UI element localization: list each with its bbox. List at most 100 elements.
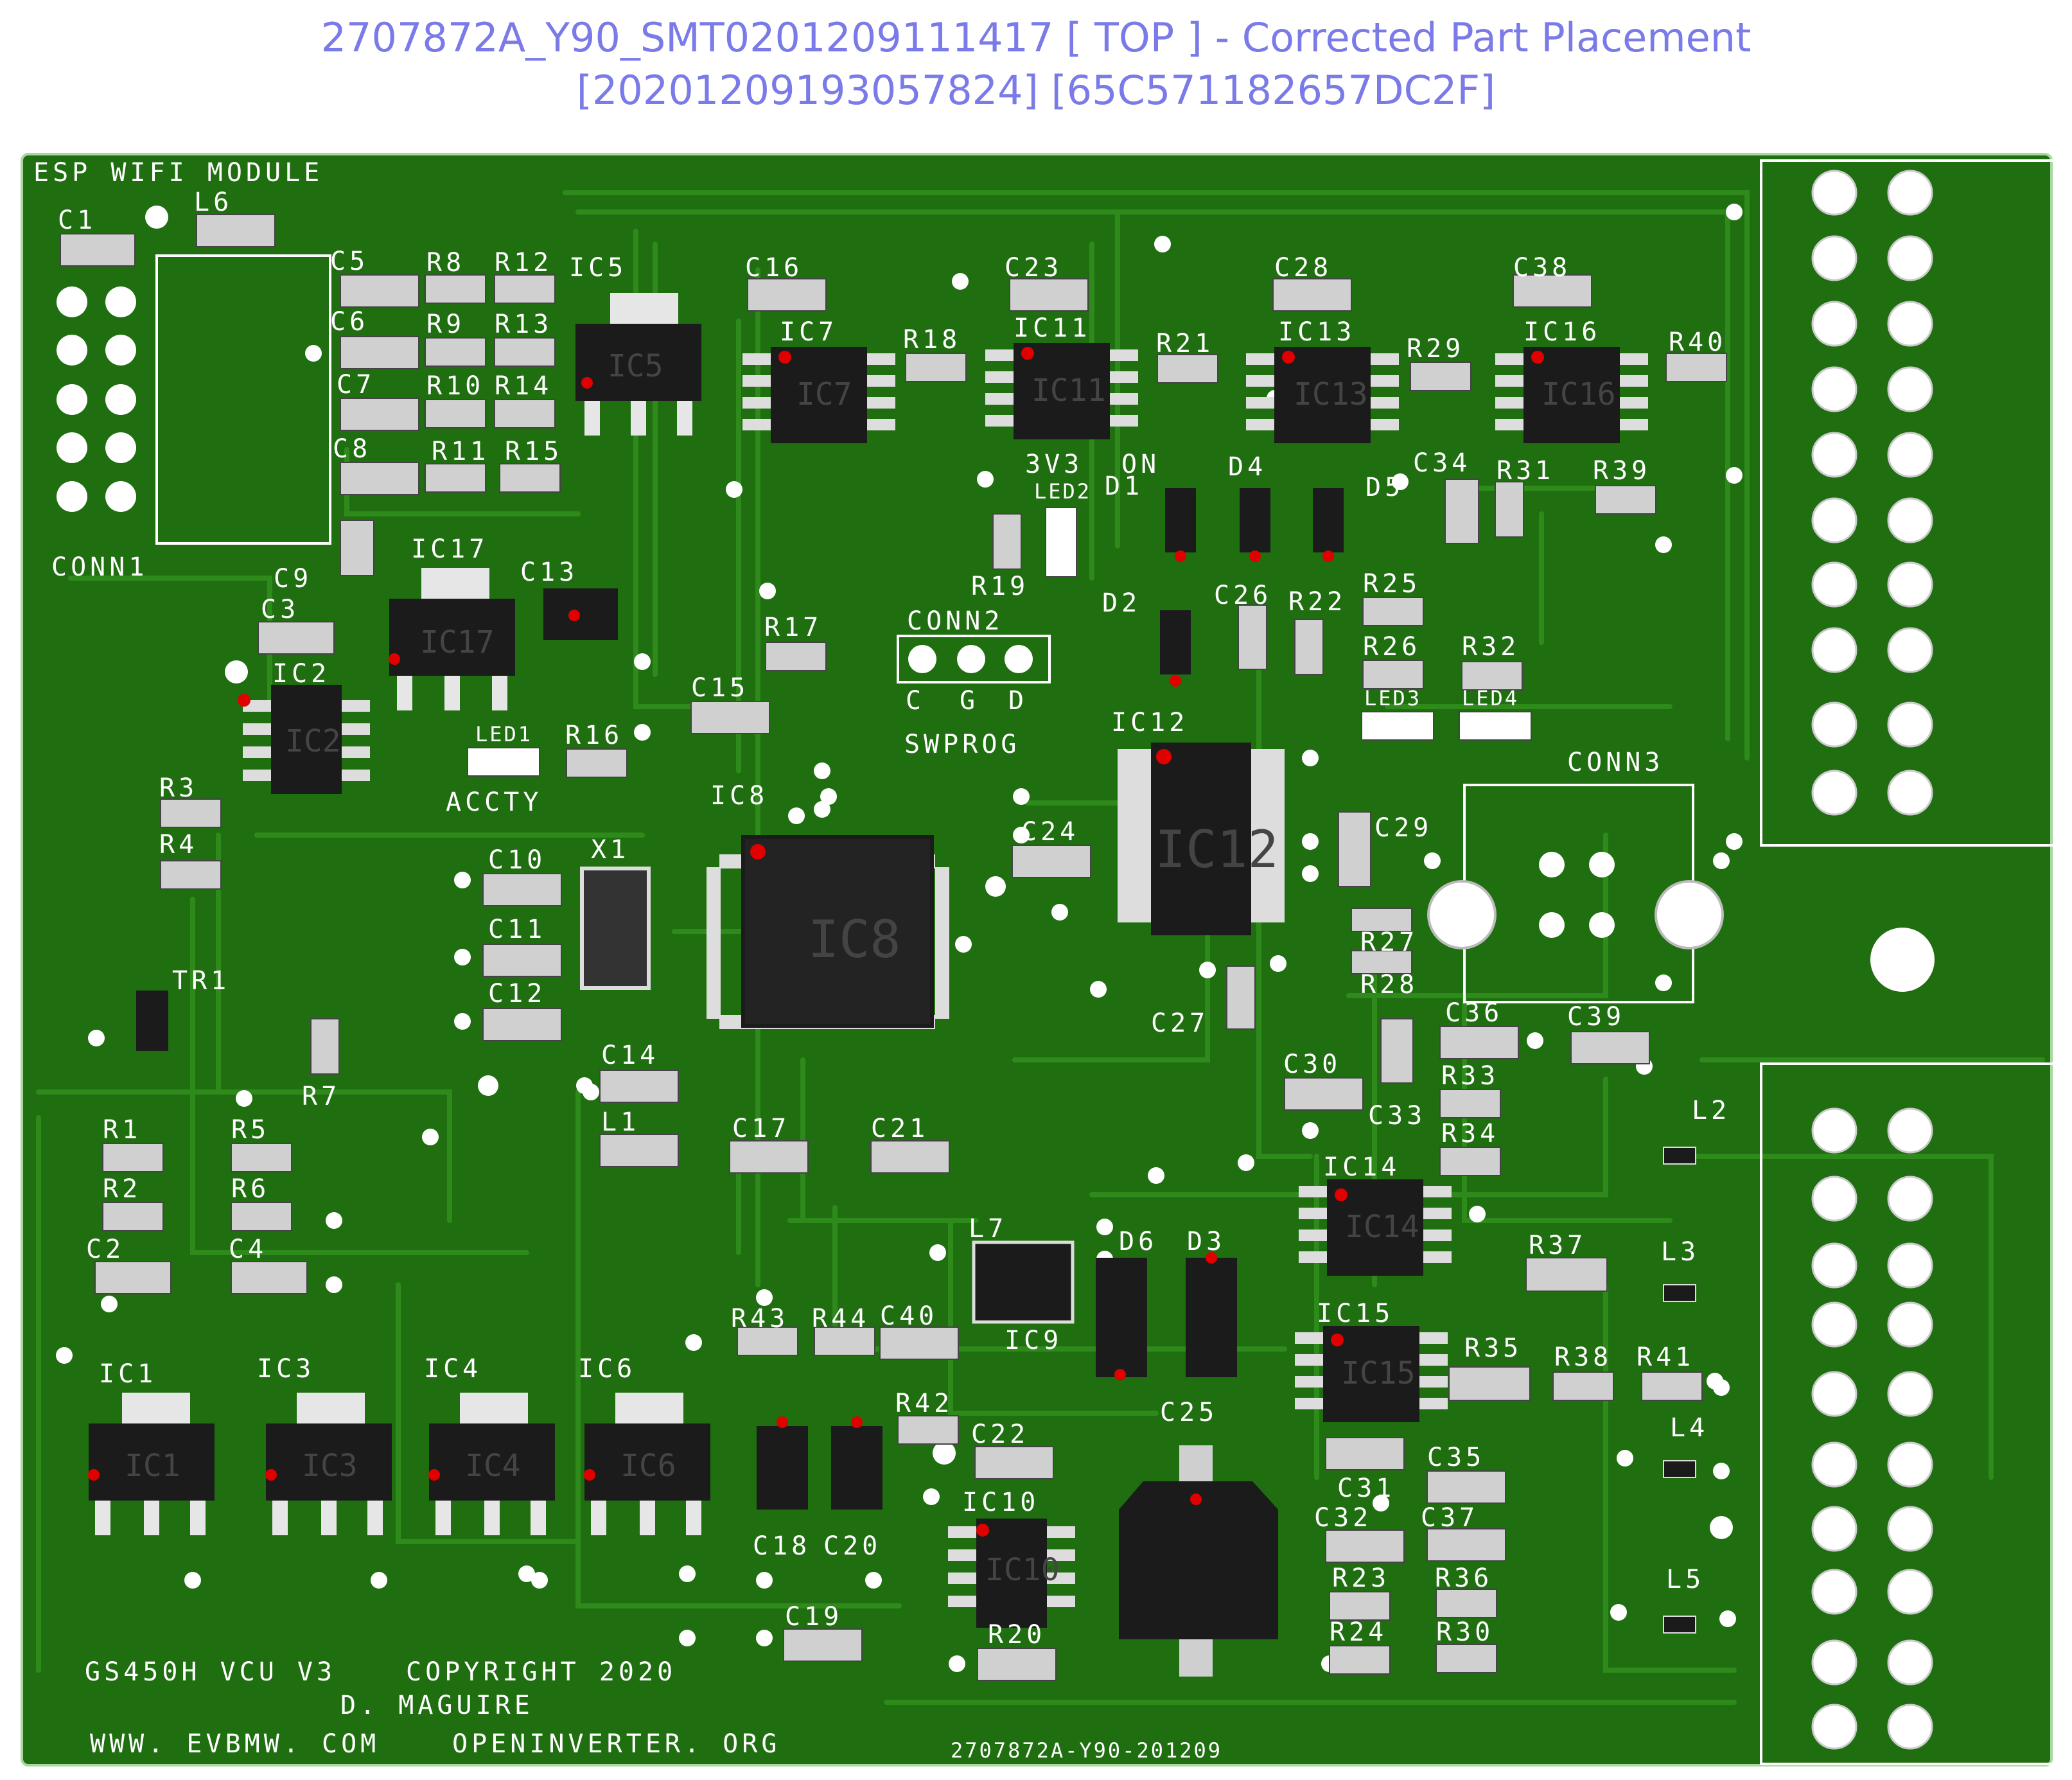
ic3-body-label: IC3: [302, 1448, 358, 1484]
c2-label: C2: [86, 1235, 125, 1264]
r8-label: R8: [426, 248, 465, 278]
ic2-body-label: IC2: [285, 723, 341, 759]
chip-body-labels: IC8 IC12 IC7 IC11 IC13 IC16 IC14 IC15 IC…: [125, 348, 1616, 1588]
r34-label: R34: [1441, 1119, 1499, 1149]
so8-chips: [271, 343, 1620, 1628]
led1-label: LED1: [475, 722, 532, 746]
c28-label: C28: [1274, 253, 1332, 283]
c23-label: C23: [1005, 253, 1062, 283]
x1-label: X1: [591, 835, 629, 865]
polarity-marks: [568, 551, 1334, 1505]
r7-label: R7: [302, 1082, 340, 1111]
ic13-body-label: IC13: [1294, 376, 1368, 412]
c11-label: C11: [488, 915, 546, 944]
c1-label: C1: [58, 206, 96, 235]
ic1-body-label: IC1: [125, 1448, 180, 1484]
c10-label: C10: [488, 845, 546, 875]
c3-label: C3: [261, 595, 299, 624]
conn2-label: CONN2: [907, 606, 1003, 636]
c38-label: C38: [1513, 253, 1571, 283]
component-labels: C1 L6 C5 C6 C7 C8 R8 R9 R10 R11 R12 R13 …: [58, 188, 1730, 1650]
r36-label: R36: [1435, 1564, 1493, 1593]
r37-label: R37: [1529, 1231, 1586, 1260]
r29-label: R29: [1407, 334, 1464, 364]
website-openinverter: OPENINVERTER. ORG: [452, 1729, 780, 1759]
c25-label: C25: [1160, 1398, 1218, 1427]
c27-label: C27: [1151, 1009, 1209, 1038]
conn2-pins: [908, 645, 1033, 673]
d3-label: D3: [1187, 1227, 1225, 1256]
r19-label: R19: [971, 572, 1029, 601]
c9-label: C9: [274, 564, 312, 594]
c37-label: C37: [1421, 1503, 1479, 1533]
swprog-label: SWPROG: [904, 730, 1021, 759]
ic14-body-label: IC14: [1345, 1209, 1419, 1245]
c25-capacitor: [1119, 1445, 1278, 1677]
c4-label: C4: [229, 1235, 267, 1264]
ic10-body-label: IC10: [985, 1552, 1060, 1588]
board-code: 2707872A-Y90-201209: [951, 1738, 1222, 1763]
ic5-body-label: IC5: [608, 348, 663, 384]
ic12-label: IC12: [1111, 708, 1188, 737]
r14-label: R14: [495, 371, 552, 401]
leds: [467, 507, 1532, 777]
r27-label: R27: [1360, 928, 1418, 957]
d2-label: D2: [1102, 588, 1141, 618]
c24-label: C24: [1021, 817, 1079, 847]
esp-wifi-module-label: ESP WIFI MODULE: [33, 158, 323, 188]
r11-label: R11: [432, 437, 489, 466]
r13-label: R13: [495, 310, 552, 339]
ic7-label: IC7: [780, 317, 838, 347]
r6-label: R6: [231, 1174, 270, 1204]
led4-label: LED4: [1462, 686, 1519, 710]
ic6-label: IC6: [578, 1354, 636, 1384]
r2-label: R2: [103, 1174, 141, 1204]
r10-label: R10: [426, 371, 484, 401]
l5-label: L5: [1666, 1565, 1705, 1594]
c40-label: C40: [880, 1301, 938, 1331]
power-inductor-and-diodes: [972, 1240, 1237, 1377]
right-connector-pins: [1811, 170, 1933, 1750]
c35-label: C35: [1427, 1443, 1485, 1472]
r20-label: R20: [988, 1620, 1046, 1650]
ic-pin1-dots: [238, 347, 1544, 1537]
l2-label: L2: [1692, 1096, 1730, 1125]
small-inductors: [1663, 1147, 1696, 1634]
l7-label: L7: [969, 1214, 1007, 1244]
ic8-label: IC8: [710, 781, 768, 811]
r35-label: R35: [1464, 1334, 1522, 1363]
r15-label: R15: [505, 437, 563, 466]
c26-label: C26: [1214, 581, 1272, 610]
ic8-body-label: IC8: [808, 910, 901, 969]
c17-label: C17: [732, 1114, 790, 1143]
ic2-label: IC2: [272, 659, 330, 689]
ic10-label: IC10: [962, 1488, 1039, 1517]
electrolytic-caps: [543, 588, 882, 1510]
regulator-pin1-dots: [88, 377, 595, 1481]
r43-label: R43: [731, 1304, 789, 1334]
website-evbmw: WWW. EVBMW. COM: [90, 1729, 380, 1759]
large-vias: [145, 206, 1733, 1539]
c5-label: C5: [330, 247, 369, 276]
r22-label: R22: [1288, 587, 1346, 617]
conn2-pin-g-label: G: [960, 686, 979, 716]
ic17-label: IC17: [411, 534, 488, 564]
ic8-chip: [707, 835, 949, 1029]
author-text: D. MAGUIRE: [340, 1691, 534, 1720]
conn1-label: CONN1: [51, 552, 148, 582]
c18-label: C18: [753, 1531, 811, 1561]
led-on-label: ON: [1121, 450, 1160, 479]
conn3-label: CONN3: [1567, 748, 1664, 777]
l4-label: L4: [1670, 1413, 1708, 1443]
c12-label: C12: [488, 979, 546, 1009]
r3-label: R3: [159, 773, 198, 803]
c16-label: C16: [745, 253, 803, 283]
r32-label: R32: [1462, 632, 1520, 662]
esp-module-outline: [155, 254, 331, 545]
r17-label: R17: [764, 613, 822, 642]
c39-label: C39: [1567, 1002, 1625, 1032]
conn1-header: [57, 286, 136, 512]
mounting-holes: [1870, 928, 1935, 992]
c29-label: C29: [1374, 813, 1432, 843]
